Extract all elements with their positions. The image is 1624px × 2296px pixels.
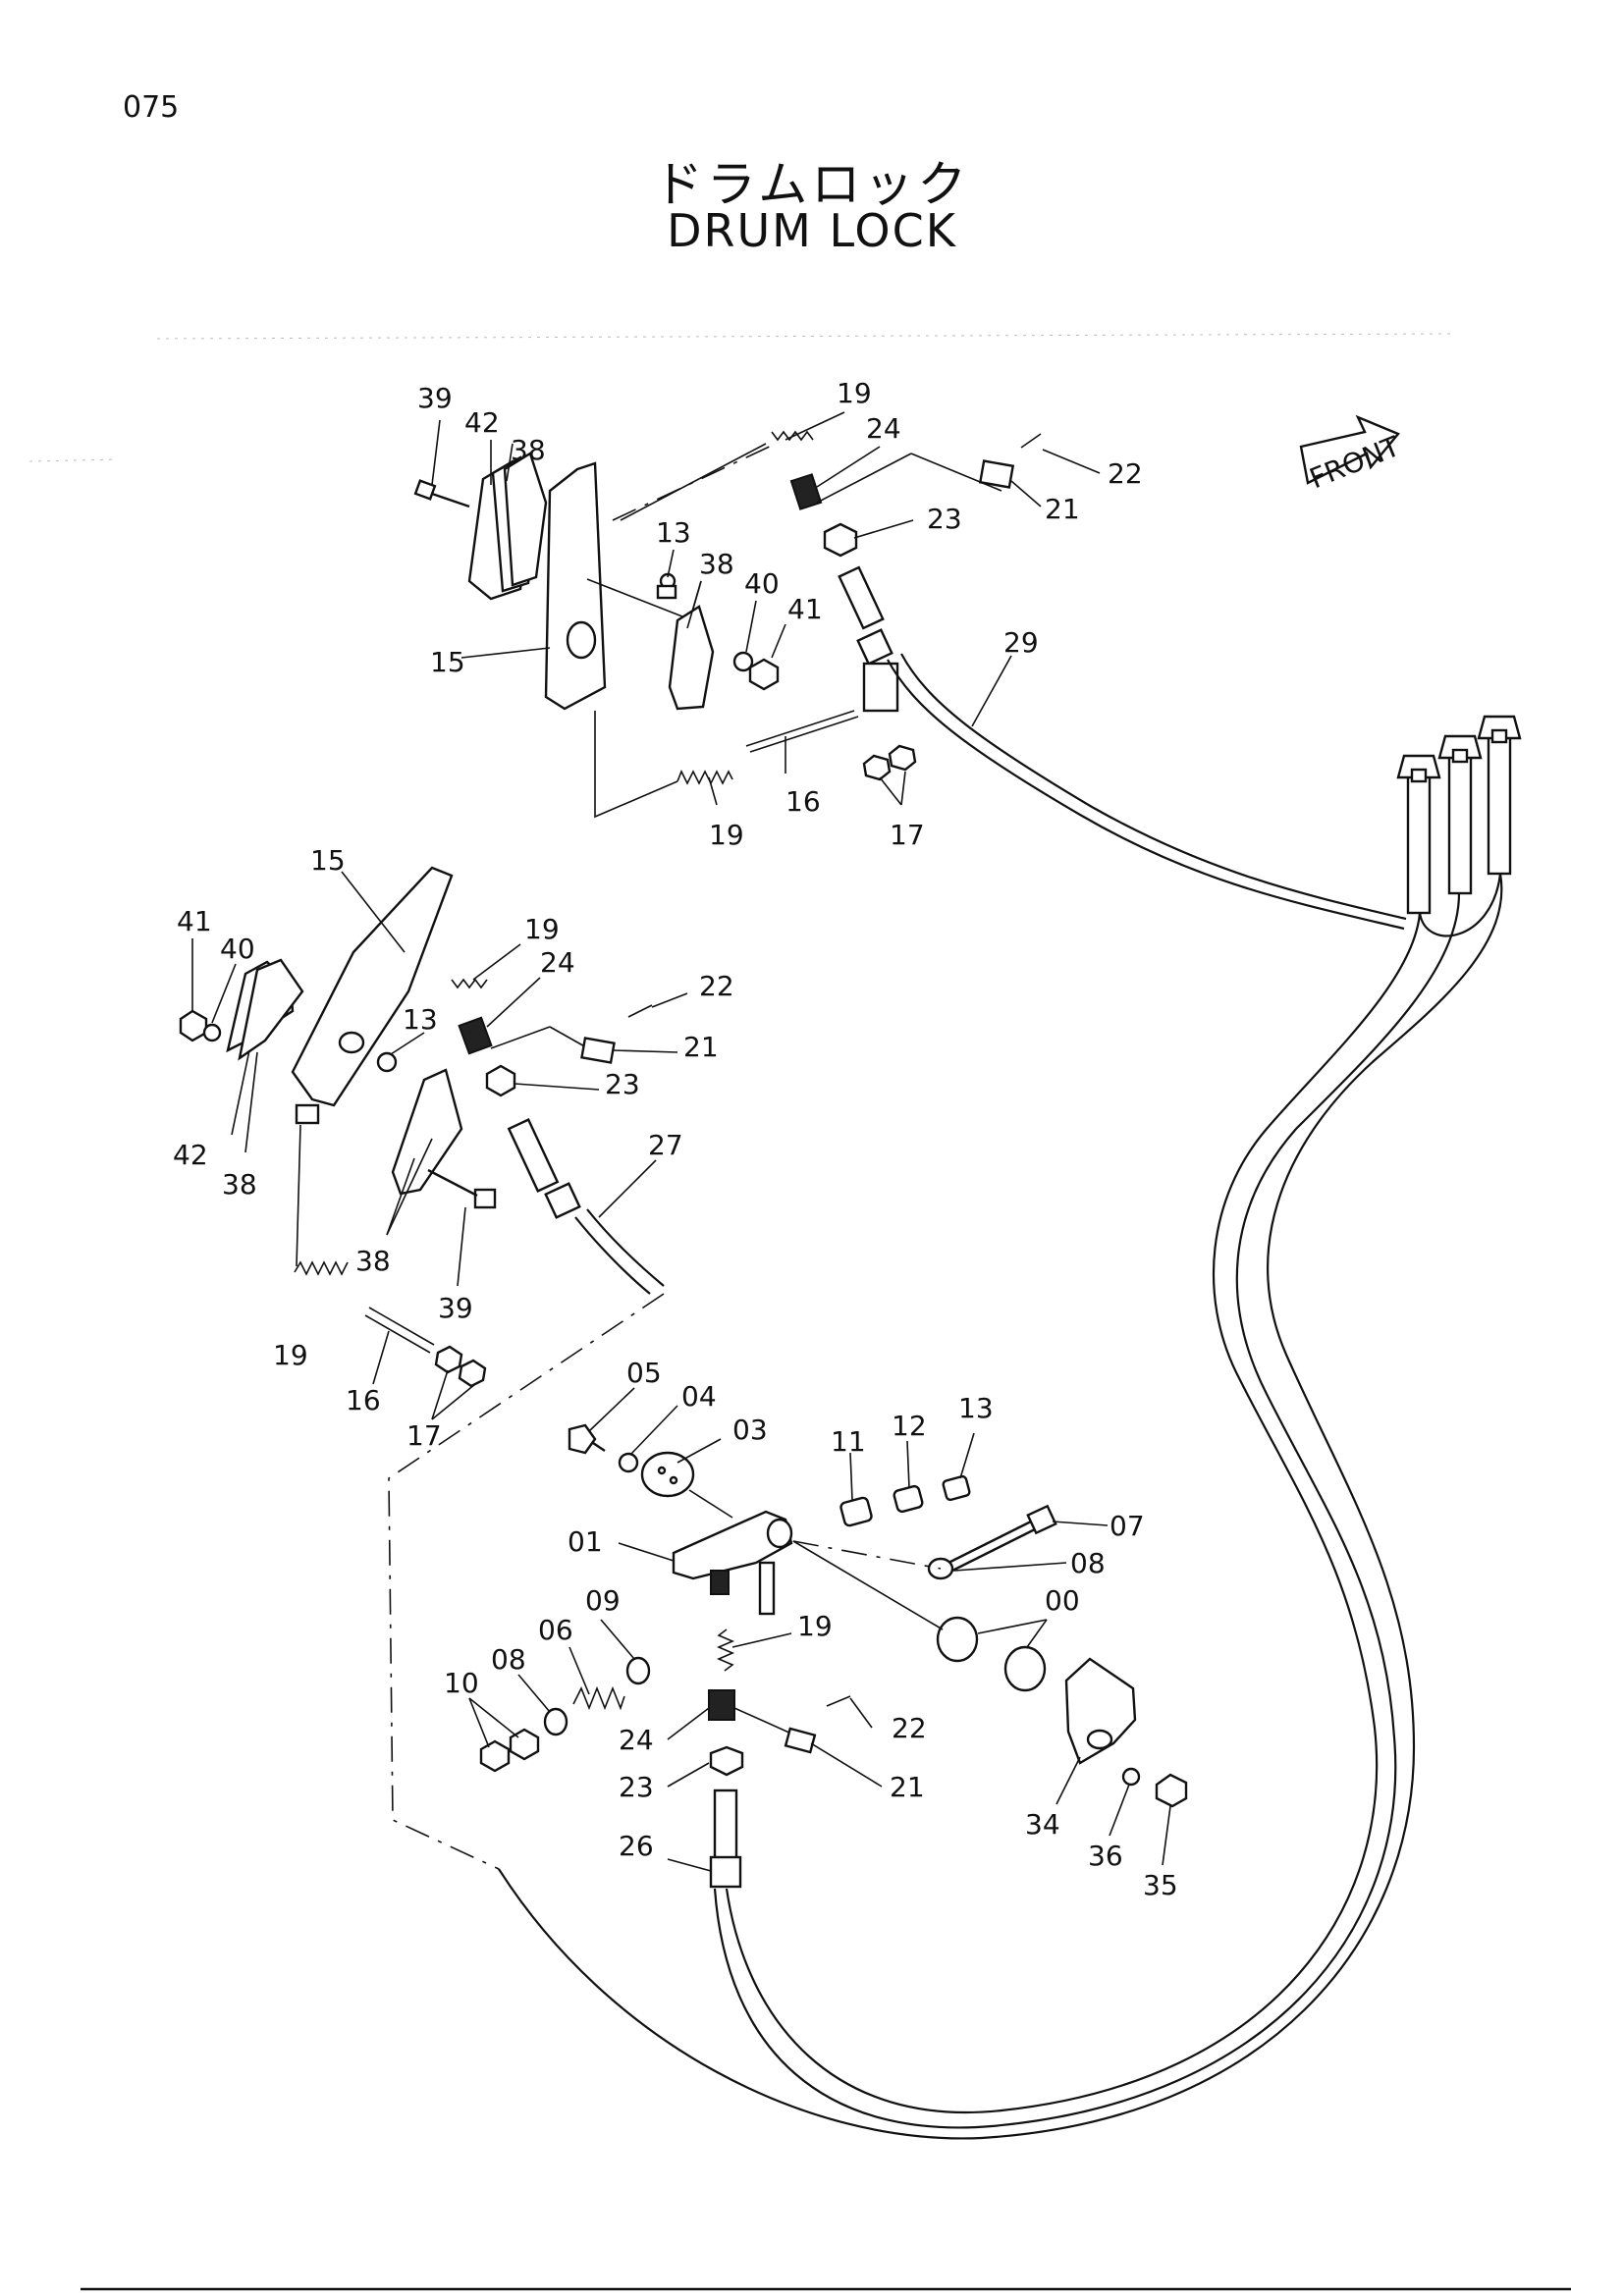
- callout-39: 39: [417, 382, 453, 414]
- callout-21: 21: [683, 1031, 719, 1063]
- callout-19: 19: [524, 913, 560, 945]
- callout-01: 01: [568, 1525, 603, 1558]
- callout-23: 23: [619, 1771, 654, 1803]
- callout-06: 06: [538, 1614, 573, 1646]
- callout-16: 16: [346, 1384, 381, 1416]
- callout-22: 22: [1108, 457, 1143, 490]
- callout-23: 23: [927, 503, 962, 535]
- title-japanese: ドラムロック: [653, 156, 971, 213]
- callout-42: 42: [464, 406, 500, 439]
- callout-34: 34: [1025, 1808, 1060, 1841]
- callout-38: 38: [511, 434, 546, 466]
- callout-16: 16: [785, 785, 821, 818]
- callout-13: 13: [656, 516, 691, 549]
- scan-noise: [28, 333, 1454, 462]
- cable-runs: [498, 653, 1522, 2140]
- callout-40: 40: [220, 933, 255, 965]
- callout-10: 10: [444, 1667, 479, 1699]
- callout-labels-upper: 39 42 38 15 13 38 40 41 19 24 22 21 23 2…: [417, 377, 1143, 851]
- callout-labels-middle: 15 41 40 19 24 22 21 13 23 42 38 27 38 3…: [173, 844, 734, 1452]
- title-english: DRUM LOCK: [667, 204, 957, 257]
- callout-08: 08: [491, 1643, 526, 1676]
- callout-24: 24: [540, 946, 575, 979]
- callout-38: 38: [699, 548, 734, 580]
- callout-19: 19: [797, 1610, 833, 1642]
- callout-labels-lower: 05 04 03 11 12 13 07 01 08 00 09 08 06 1…: [444, 1357, 1178, 1901]
- front-arrow: FRONT: [1299, 414, 1405, 495]
- upper-assembly: [413, 411, 1101, 819]
- callout-13: 13: [958, 1392, 994, 1424]
- callout-38: 38: [222, 1168, 257, 1201]
- callout-11: 11: [831, 1425, 866, 1458]
- callout-39: 39: [438, 1292, 473, 1324]
- callout-21: 21: [890, 1771, 925, 1803]
- callout-07: 07: [1110, 1510, 1145, 1542]
- callout-22: 22: [699, 970, 734, 1002]
- lower-assembly: [388, 1293, 1188, 1889]
- callout-41: 41: [787, 593, 823, 625]
- middle-assembly: [179, 866, 688, 1420]
- callout-04: 04: [681, 1380, 717, 1413]
- callout-24: 24: [866, 412, 901, 445]
- callout-19: 19: [837, 377, 872, 409]
- callout-26: 26: [619, 1830, 654, 1862]
- callout-13: 13: [403, 1003, 438, 1036]
- callout-17: 17: [890, 819, 925, 851]
- callout-27: 27: [648, 1129, 683, 1161]
- callout-08: 08: [1070, 1547, 1106, 1579]
- callout-41: 41: [177, 905, 212, 937]
- callout-12: 12: [892, 1410, 927, 1442]
- callout-17: 17: [406, 1419, 442, 1452]
- callout-42: 42: [173, 1139, 208, 1171]
- callout-22: 22: [892, 1712, 927, 1744]
- callout-29: 29: [1003, 626, 1039, 659]
- callout-35: 35: [1143, 1869, 1178, 1901]
- callout-15: 15: [310, 844, 346, 877]
- callout-23: 23: [605, 1068, 640, 1100]
- callout-19: 19: [273, 1339, 308, 1371]
- callout-21: 21: [1045, 493, 1080, 525]
- callout-19: 19: [709, 819, 744, 851]
- cable-heads: [1396, 715, 1522, 915]
- callout-09: 09: [585, 1584, 621, 1617]
- callout-00: 00: [1045, 1584, 1080, 1617]
- callout-40: 40: [744, 567, 780, 600]
- callout-05: 05: [626, 1357, 662, 1389]
- callout-03: 03: [732, 1414, 768, 1446]
- callout-38: 38: [355, 1245, 391, 1277]
- page-number: 075: [123, 90, 180, 125]
- callout-15: 15: [430, 646, 465, 678]
- callout-24: 24: [619, 1724, 654, 1756]
- callout-36: 36: [1088, 1840, 1123, 1872]
